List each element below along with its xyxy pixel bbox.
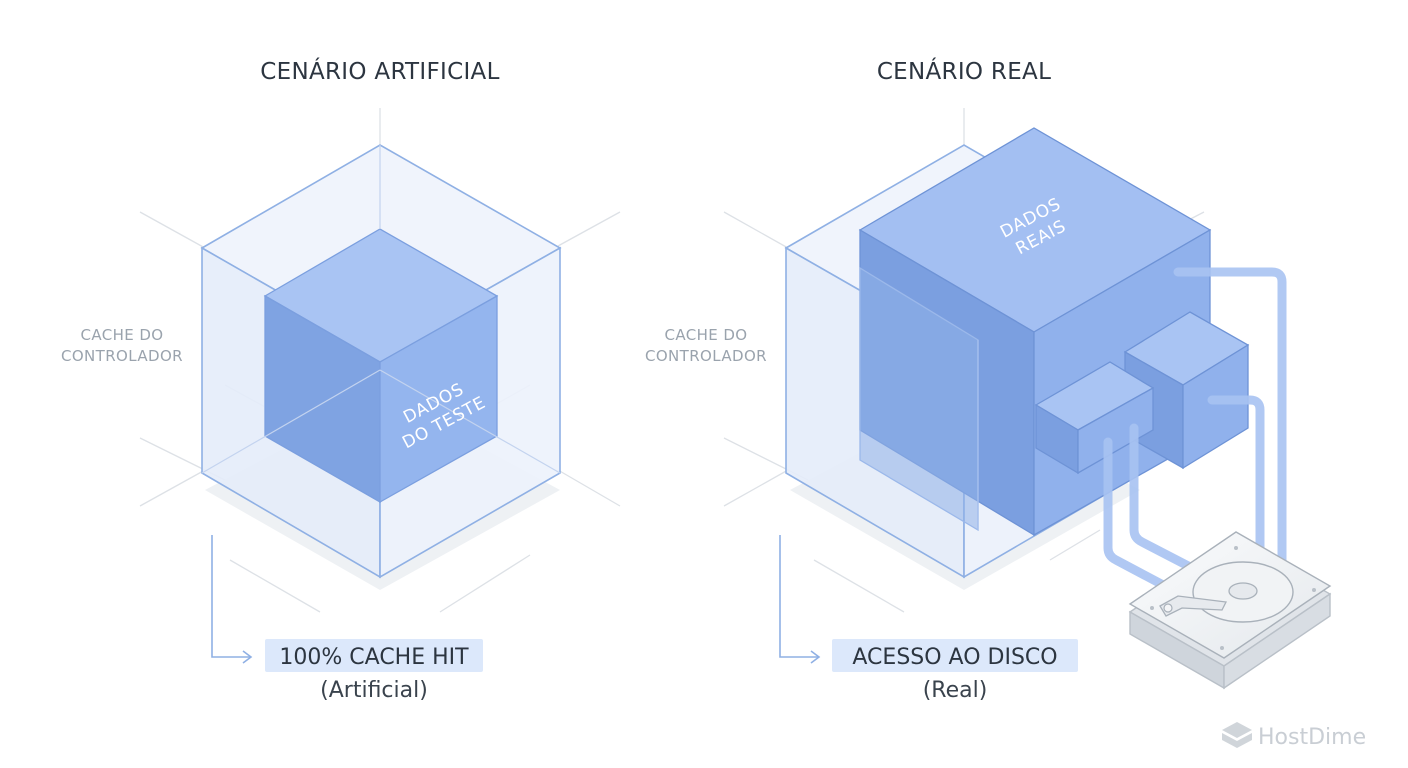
left-arrow-icon xyxy=(211,535,253,664)
brand-logo: HostDime xyxy=(1222,722,1366,750)
right-arrow-icon xyxy=(779,535,821,664)
right-pipes xyxy=(1103,267,1287,591)
right-result: ACESSO AO DISCO xyxy=(852,645,1057,670)
left-result-sub: (Artificial) xyxy=(320,678,428,703)
left-result: 100% CACHE HIT xyxy=(279,645,469,670)
left-cache-label-line1: CACHE DO xyxy=(80,326,163,344)
left-panel: CENÁRIO ARTIFICIAL xyxy=(61,57,621,703)
brand-name: HostDime xyxy=(1258,725,1366,750)
right-cache-label-line2: CONTROLADOR xyxy=(645,347,767,365)
left-title: CENÁRIO ARTIFICIAL xyxy=(260,57,499,85)
right-title: CENÁRIO REAL xyxy=(877,57,1051,85)
hard-drive-icon xyxy=(1128,531,1332,690)
right-small-block xyxy=(1034,361,1155,475)
right-cache-label-line1: CACHE DO xyxy=(664,326,747,344)
left-result-highlight xyxy=(265,639,483,672)
left-cube-back-edges xyxy=(201,145,561,474)
right-result-highlight xyxy=(832,639,1078,672)
right-panel: CENÁRIO REAL xyxy=(645,57,1332,703)
left-cache-label-line2: CONTROLADOR xyxy=(61,347,183,365)
left-data-cube xyxy=(263,228,499,504)
right-result-sub: (Real) xyxy=(923,678,988,703)
hostdime-logo-icon xyxy=(1222,722,1252,748)
